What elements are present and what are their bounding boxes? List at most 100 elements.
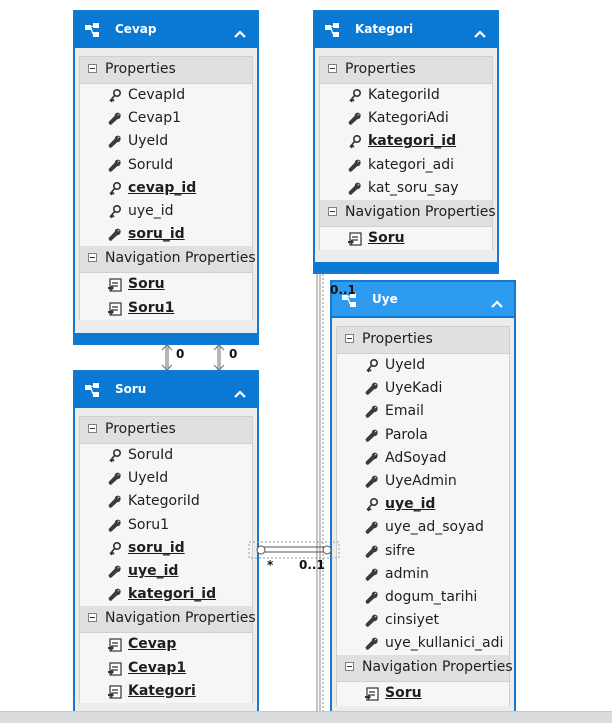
collapse-toggle-icon[interactable] [88, 613, 97, 623]
collapse-toggle-icon[interactable] [88, 253, 97, 263]
property-row[interactable]: Parola [337, 423, 509, 447]
properties-label: Properties [362, 331, 433, 347]
properties-label: Properties [105, 421, 176, 437]
property-name: Email [385, 403, 424, 420]
property-row[interactable]: soru_id [80, 223, 252, 247]
property-row[interactable]: uye_ad_soyad [337, 516, 509, 540]
properties-section-header[interactable]: Properties [337, 327, 509, 354]
navigation-icon [107, 301, 123, 317]
property-row[interactable]: SoruId [80, 444, 252, 468]
wrench-icon [364, 636, 380, 652]
wrench-icon [364, 428, 380, 444]
key-icon [347, 134, 363, 150]
navigation-property-row[interactable]: Soru [337, 682, 509, 706]
navigation-property-row[interactable]: Cevap [80, 633, 252, 657]
chevron-up-icon[interactable] [473, 24, 487, 38]
property-name: KategoriId [368, 87, 440, 103]
entity-icon [83, 381, 101, 399]
entity-header[interactable]: Kategori [315, 12, 497, 48]
entity-header[interactable]: Uye [332, 282, 514, 318]
property-row[interactable]: CevapId [80, 84, 252, 108]
property-row[interactable]: uye_id [80, 199, 252, 224]
properties-section-header[interactable]: Properties [80, 417, 252, 444]
property-row[interactable]: kategori_id [80, 583, 252, 607]
collapse-toggle-icon[interactable] [345, 662, 354, 672]
property-row[interactable]: dogum_tarihi [337, 585, 509, 610]
entity-header[interactable]: Cevap [75, 12, 257, 48]
property-row[interactable]: UyeId [337, 354, 509, 378]
navigation-label: Navigation Properties [362, 659, 513, 676]
property-row[interactable]: AdSoyad [337, 446, 509, 470]
entity-title: Kategori [355, 22, 414, 36]
property-row[interactable]: uye_id [337, 493, 509, 517]
cevap-soru-association-1[interactable] [161, 344, 173, 371]
property-row[interactable]: sifre [337, 539, 509, 563]
entity-title: Uye [372, 292, 398, 306]
collapse-toggle-icon[interactable] [88, 64, 97, 73]
entity-header[interactable]: Soru [75, 372, 257, 408]
navigation-property-row[interactable]: Kategori [80, 679, 252, 703]
property-row[interactable]: cevap_id [80, 176, 252, 200]
kategori-soru-association[interactable] [316, 274, 324, 712]
property-name: kategori_id [128, 586, 217, 603]
horizontal-scrollbar[interactable] [0, 711, 612, 723]
collapse-toggle-icon[interactable] [328, 206, 337, 216]
collapse-toggle-icon[interactable] [345, 334, 354, 343]
navigation-property-name: Kategori [128, 682, 196, 699]
collapse-toggle-icon[interactable] [328, 64, 337, 73]
cevap-soru-association-2[interactable] [213, 344, 225, 371]
navigation-property-row[interactable]: Cevap1 [80, 656, 252, 680]
property-row[interactable]: Email [337, 400, 509, 424]
chevron-up-icon[interactable] [233, 24, 247, 38]
wrench-icon [364, 590, 380, 606]
property-row[interactable]: UyeKadi [337, 377, 509, 401]
navigation-property-row[interactable]: Soru1 [80, 296, 252, 320]
property-row[interactable]: uye_kullanici_adi [337, 632, 509, 656]
property-row[interactable]: kat_soru_say [320, 176, 492, 200]
navigation-property-row[interactable]: Soru [80, 273, 252, 297]
property-row[interactable]: cinsiyet [337, 609, 509, 633]
property-row[interactable]: UyeId [80, 130, 252, 154]
properties-section-header[interactable]: Properties [320, 57, 492, 84]
properties-section-header[interactable]: Properties [80, 57, 252, 84]
chevron-up-icon[interactable] [490, 294, 504, 308]
navigation-section-header[interactable]: Navigation Properties [320, 199, 496, 227]
key-icon [107, 541, 123, 557]
property-row[interactable]: KategoriAdi [320, 107, 492, 131]
property-row[interactable]: admin [337, 562, 509, 586]
collapse-toggle-icon[interactable] [88, 424, 97, 433]
key-icon [107, 88, 123, 104]
navigation-section-header[interactable]: Navigation Properties [80, 246, 256, 274]
property-name: uye_kullanici_adi [385, 635, 504, 652]
multiplicity-soru-side: * [267, 558, 274, 572]
navigation-icon [364, 686, 380, 702]
property-row[interactable]: kategori_adi [320, 153, 492, 177]
property-row[interactable]: Soru1 [80, 513, 252, 537]
chevron-up-icon[interactable] [233, 384, 247, 398]
navigation-property-name: Soru [368, 229, 405, 246]
soru-uye-association[interactable] [248, 541, 340, 559]
property-row[interactable]: UyeAdmin [337, 469, 509, 494]
navigation-label: Navigation Properties [345, 203, 496, 220]
property-row[interactable]: Cevap1 [80, 107, 252, 131]
navigation-section-header[interactable]: Navigation Properties [337, 655, 513, 683]
property-name: soru_id [128, 539, 185, 556]
navigation-property-row[interactable]: Soru [320, 226, 492, 251]
property-row[interactable]: uye_id [80, 559, 252, 584]
property-row[interactable]: soru_id [80, 536, 252, 560]
property-name: Soru1 [128, 516, 169, 533]
property-row[interactable]: SoruId [80, 153, 252, 177]
property-row[interactable]: UyeId [80, 467, 252, 491]
property-name: Parola [385, 426, 428, 443]
wrench-icon [107, 587, 123, 603]
entity-title: Soru [115, 382, 147, 396]
navigation-section-header[interactable]: Navigation Properties [80, 606, 256, 634]
property-row[interactable]: KategoriId [320, 84, 492, 108]
property-row[interactable]: KategoriId [80, 490, 252, 514]
property-row[interactable]: kategori_id [320, 130, 492, 154]
